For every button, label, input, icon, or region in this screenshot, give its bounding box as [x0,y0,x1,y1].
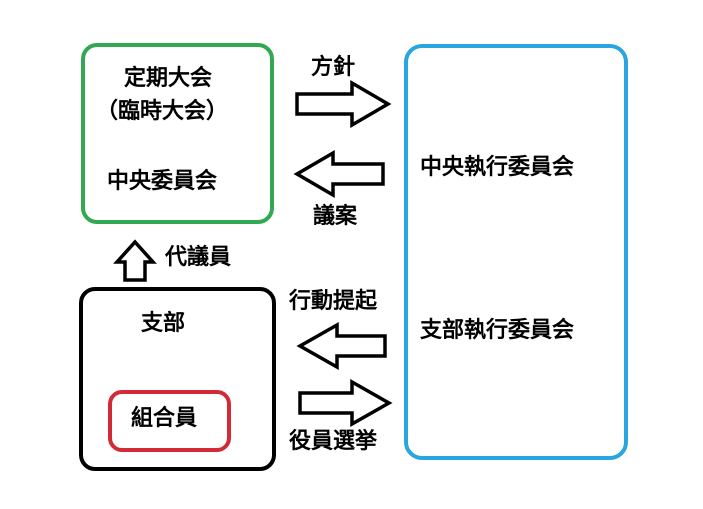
delegates-label: 代議員 [165,245,232,270]
delegates-arrow [113,239,157,282]
general-meeting-label: 定期大会 [124,66,213,91]
general-meeting-box [81,43,274,224]
policy-label: 方針 [311,55,356,80]
central-executive-label: 中央執行委員会 [420,155,575,180]
member-box [108,390,231,452]
branch-box [79,287,276,471]
executive-committee-box [404,44,628,460]
officer-election-label: 役員選挙 [289,429,378,454]
member-label: 組合員 [131,406,198,431]
action-proposal-arrow [296,321,387,371]
action-proposal-label: 行動提起 [289,289,378,314]
policy-arrow [295,79,392,129]
proposal-label: 議案 [313,204,358,229]
branch-executive-label: 支部執行委員会 [420,318,575,343]
extraordinary-meeting-label: （臨時大会） [96,99,229,124]
branch-label: 支部 [141,311,186,336]
proposal-arrow [293,149,385,199]
officer-election-arrow [298,378,393,428]
central-committee-label: 中央委員会 [107,169,218,194]
